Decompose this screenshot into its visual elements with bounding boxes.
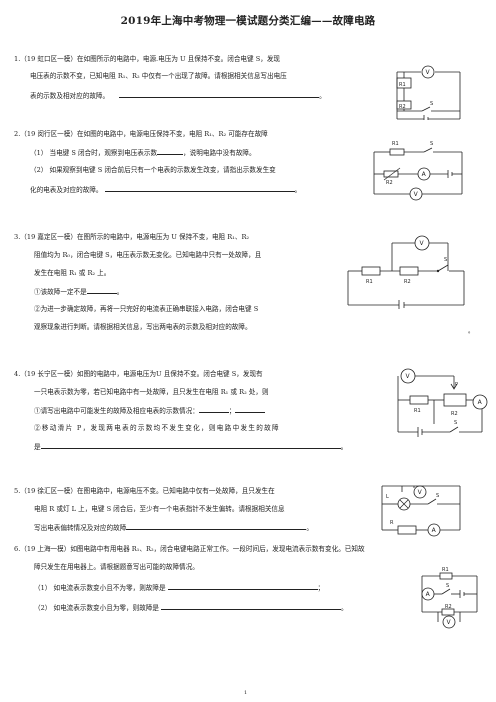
q3-line5: ②为进一步确定故障，再将一只完好的电流表正确串联接入电路，闭合电键 S	[34, 305, 259, 313]
q6-line4: （2） 如电流表示数变小且为零，则故障是 。	[34, 603, 348, 613]
q1-line3: 表的示数及相对应的故障。 。	[30, 91, 326, 101]
q1-end: 。	[319, 92, 326, 100]
q4-line2: 一只电表示数为零，若已知电路中有一处故障，且只发生在电阻 R₁ 或 R₂ 处，则	[34, 388, 269, 396]
circuit-diagram-1: V R1 R2 S	[394, 58, 464, 120]
q4-line3-a: ①请写出电路中可能发生的故障及相应电表的示数情况：	[34, 407, 199, 415]
q2-line1: 2.（19 闵行区一模）在如图的电路中，电源电压保持不变，电阻 R₁、R₂ 可能…	[14, 130, 268, 138]
q3-answer-blank-1[interactable]	[86, 287, 117, 294]
q2-end: 。	[294, 186, 302, 194]
q5-line3-text: 写出电表偏转情况及对应的故障	[34, 524, 127, 532]
q2-line2-b: ，说明电路中没有故障。	[183, 149, 256, 157]
q6-line3-text: （1） 如电流表示数变小且不为零，则故障是	[34, 584, 166, 592]
q3-line4-b: 。	[116, 288, 124, 296]
q4-line3: ①请写出电路中可能发生的故障及相应电表的示数情况： ；	[34, 406, 266, 416]
c2-r2-label: R2	[386, 180, 393, 186]
c3-r2-label: R2	[404, 279, 411, 285]
q2-answer-blank-1[interactable]	[157, 148, 184, 155]
c1-voltmeter-label: V	[426, 69, 431, 76]
q2-answer-blank-2[interactable]	[104, 185, 295, 192]
c4-switch-label: S	[454, 420, 457, 426]
c1-r1-label: R1	[399, 82, 406, 88]
q3-line6: 观察现象进行判断。请根据相关信息，写出两电表的示数及相对应的故障。	[34, 323, 252, 331]
q4-answer-blank-2[interactable]	[235, 406, 266, 413]
c1-r2-label: R2	[399, 104, 406, 110]
q1-answer-blank[interactable]	[119, 91, 320, 98]
q4-answer-blank-3[interactable]	[40, 442, 341, 449]
q3-line4-a: ①该故障一定不是	[34, 288, 87, 296]
q5-line3: 写出电表偏转情况及对应的故障 。	[34, 523, 313, 533]
c4-ammeter-label: A	[478, 399, 483, 406]
circuit-diagram-2: R1 R2 S A V	[370, 134, 465, 202]
c1-switch-label: S	[430, 101, 433, 107]
c6-r2-label: R2	[445, 604, 452, 610]
circuit-diagram-5: L V S R A	[380, 484, 464, 538]
q2-line2: （1） 当电键 S 闭合时，观察到电压表示数 ，说明电路中没有故障。	[30, 148, 256, 158]
q5-line1: 5.（19 徐汇区一模）在图电路中，电源电压不变。已知电路中仅有一处故障，且只发…	[14, 487, 275, 495]
c4-voltmeter-label: V	[406, 373, 411, 380]
q4-line5-text: 是	[34, 443, 41, 451]
c4-slider-label: P	[455, 382, 458, 388]
q1-line3-text: 表的示数及相对应的故障。	[30, 92, 110, 100]
q4-line3-b: ；	[228, 407, 236, 415]
q5-line2: 电阻 R 或灯 L 上，电键 S 闭合后，至少有一个电表指针不发生偏转。请根据相…	[34, 505, 285, 513]
q6-answer-blank-1[interactable]	[167, 583, 318, 590]
c3-voltmeter-label: V	[420, 240, 425, 247]
q3-line3: 发生在电阻 R₁ 或 R₂ 上。	[34, 269, 111, 277]
c2-r1-label: R1	[392, 141, 399, 147]
c4-r2-label: R2	[451, 411, 458, 417]
q3-trailing-dot: 。	[468, 328, 475, 335]
q3-line2: 阻值均为 R₀，闭合电键 S，电压表示数无变化。已知电路中只有一处故障，且	[34, 251, 262, 259]
q6-line4-end: 。	[340, 604, 348, 612]
q3-line1: 3.（19 嘉定区一模）在图所示的电路中，电源电压为 U 保持不变，电阻 R₁、…	[14, 233, 250, 241]
q6-answer-blank-2[interactable]	[160, 603, 341, 610]
c4-r1-label: R1	[414, 408, 421, 414]
q3-line4: ①该故障一定不是 。	[34, 287, 123, 297]
q1-line1: 1.（19 虹口区一模）在如图所示的电路中，电源.电压为 U 且保持不变。闭合电…	[14, 55, 281, 63]
q4-line5: 是。	[34, 442, 347, 452]
q4-answer-blank-1[interactable]	[198, 406, 229, 413]
c5-lamp-label: L	[386, 494, 389, 500]
c5-ammeter-label: A	[432, 527, 437, 534]
c6-ammeter-label: A	[426, 591, 431, 598]
c6-switch-label: S	[446, 583, 449, 589]
q6-line4-text: （2） 如电流表示数变小且为零，则故障是	[34, 604, 159, 612]
q5-end: 。	[306, 524, 313, 532]
c3-r1-label: R1	[366, 279, 373, 285]
circuit-diagram-4: V P R1 R2 A S	[394, 366, 488, 438]
q4-line1: 4.（19 长宁区一模）如图的电路中，电源电压为U 且保持不变。闭合电键 S，发…	[14, 370, 263, 378]
q6-line3-end: ；	[317, 584, 325, 592]
q6-line3: （1） 如电流表示数变小且不为零，则故障是 ；	[34, 583, 324, 593]
circuit-diagram-6: R1 A S R2 V	[420, 566, 480, 636]
c6-voltmeter-label: V	[447, 619, 452, 626]
circuit-diagram-3: V S R1 R2	[344, 233, 468, 309]
c3-switch-label: S	[444, 257, 447, 263]
c6-r1-label: R1	[442, 567, 449, 573]
q1-line2: 电压表的示数不变，已知电阻 R₁、R₂ 中仅有一个出现了故障。请根据相关信息写出…	[30, 72, 287, 80]
c5-switch-label: S	[436, 493, 439, 499]
q5-answer-blank[interactable]	[126, 523, 307, 530]
c5-voltmeter-label: V	[418, 489, 423, 496]
q4-line4: ②移动滑片 P，发现两电表的示数均不发生变化，则电路中发生的故障	[34, 424, 280, 432]
q2-line4-text: 化的电表及对应的故障。	[30, 186, 103, 194]
q2-line4: 化的电表及对应的故障。 。	[30, 185, 301, 195]
page-number: 1	[244, 690, 248, 696]
c2-ammeter-label: A	[422, 171, 427, 178]
page-title: 2019年上海中考物理一模试题分类汇编——故障电路	[120, 15, 376, 27]
q2-line3: （2） 如果观察到电键 S 闭合前后只有一个电表的示数发生改变，请指出示数发生变	[30, 166, 276, 174]
q2-line2-a: （1） 当电键 S 闭合时，观察到电压表示数	[30, 149, 158, 157]
c5-r-label: R	[390, 520, 394, 526]
q6-line2: 障只发生在用电器上。请根据题意写出可能的故障情况。	[34, 563, 199, 571]
c2-switch-label: S	[430, 141, 433, 147]
c2-voltmeter-label: V	[414, 191, 419, 198]
q6-line1: 6.（19 上海一模）如图电路中有用电器 R₁、R₂，闭合电键电路正常工作。一段…	[14, 545, 365, 553]
q4-end: 。	[340, 443, 348, 451]
